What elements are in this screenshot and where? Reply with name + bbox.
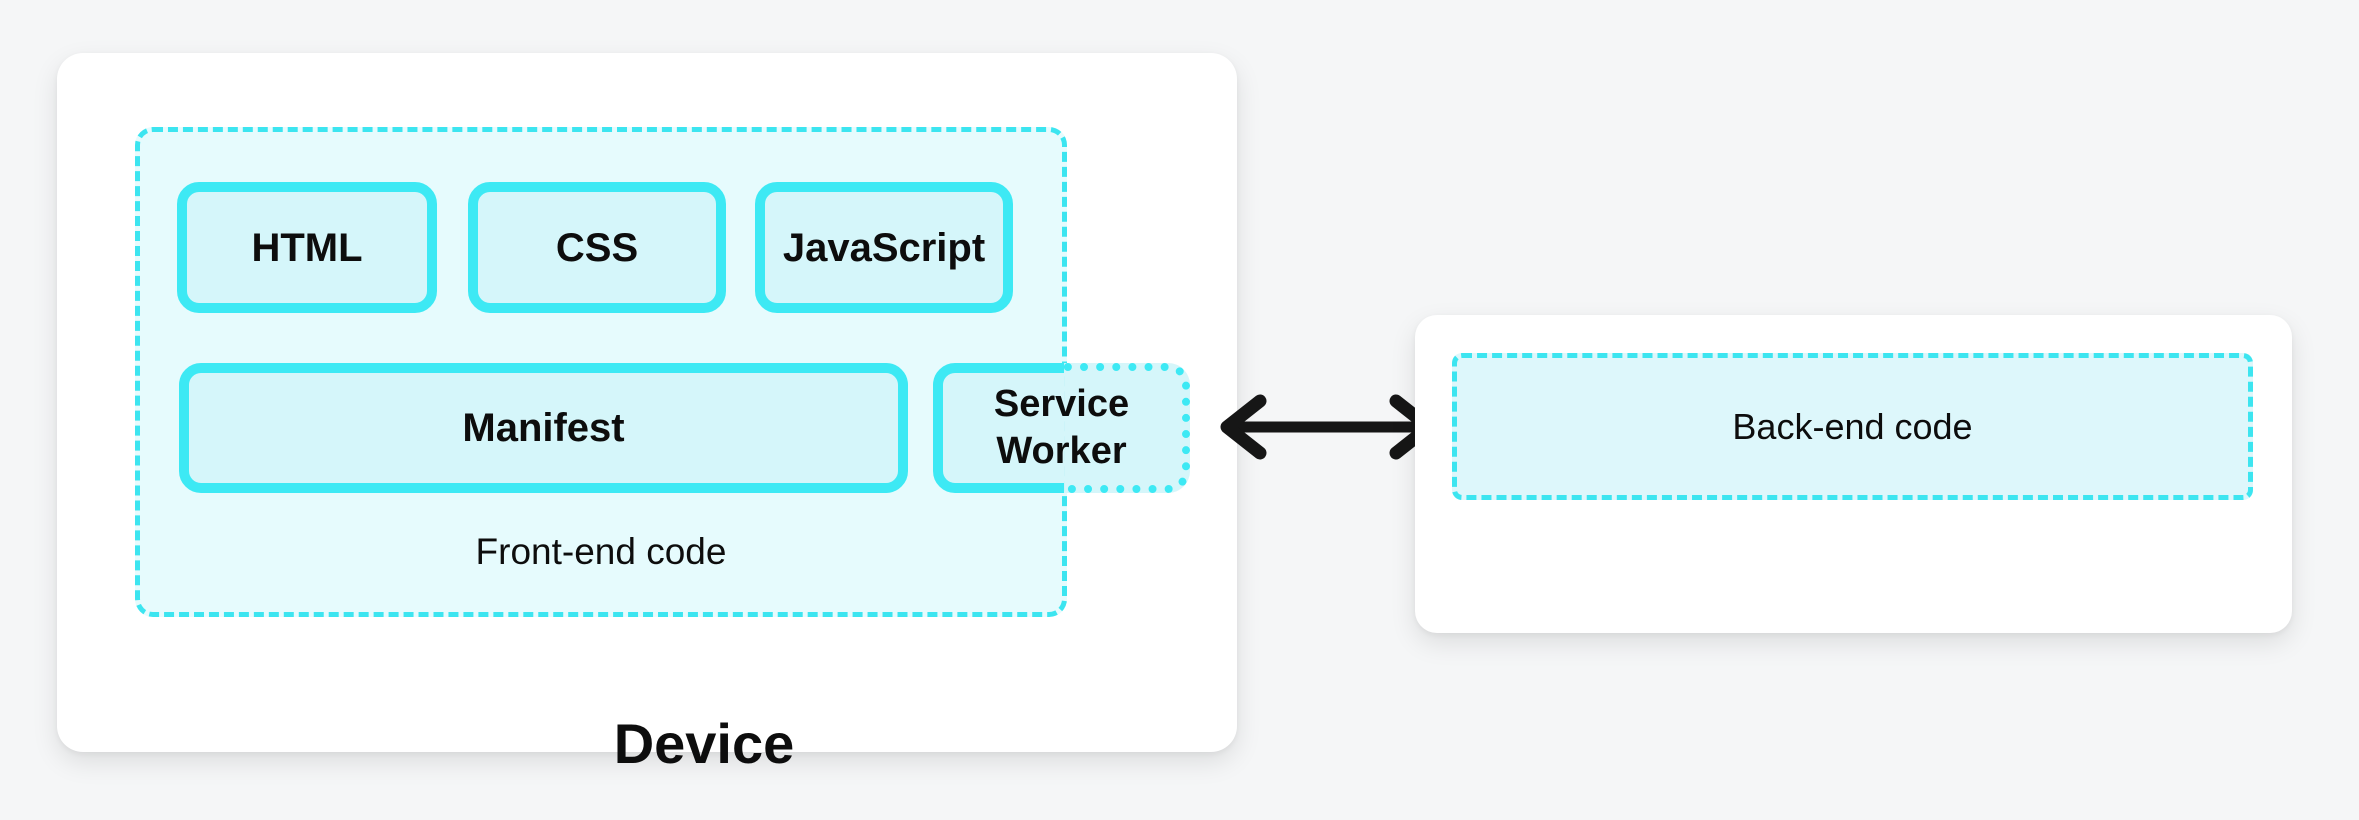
javascript-box-label: JavaScript <box>782 225 986 270</box>
frontend-code-label: Front-end code <box>475 531 727 572</box>
service-worker-solid-border <box>933 363 1065 493</box>
html-box: HTML <box>177 182 437 313</box>
backend-code-box: Back-end code <box>1452 353 2253 500</box>
service-worker-box: Service Worker <box>933 363 1190 493</box>
html-box-label: HTML <box>251 225 363 270</box>
service-worker-label: Service Worker <box>993 382 1130 473</box>
javascript-box: JavaScript <box>755 182 1013 313</box>
manifest-box-label: Manifest <box>462 406 625 450</box>
manifest-box: Manifest <box>179 363 908 493</box>
service-worker-dotted-border <box>1064 363 1190 493</box>
device-label: Device <box>613 712 795 775</box>
css-box-label: CSS <box>555 225 639 270</box>
backend-code-label: Back-end code <box>1732 405 1973 447</box>
css-box: CSS <box>468 182 726 313</box>
double-arrow-icon <box>1218 394 1438 460</box>
